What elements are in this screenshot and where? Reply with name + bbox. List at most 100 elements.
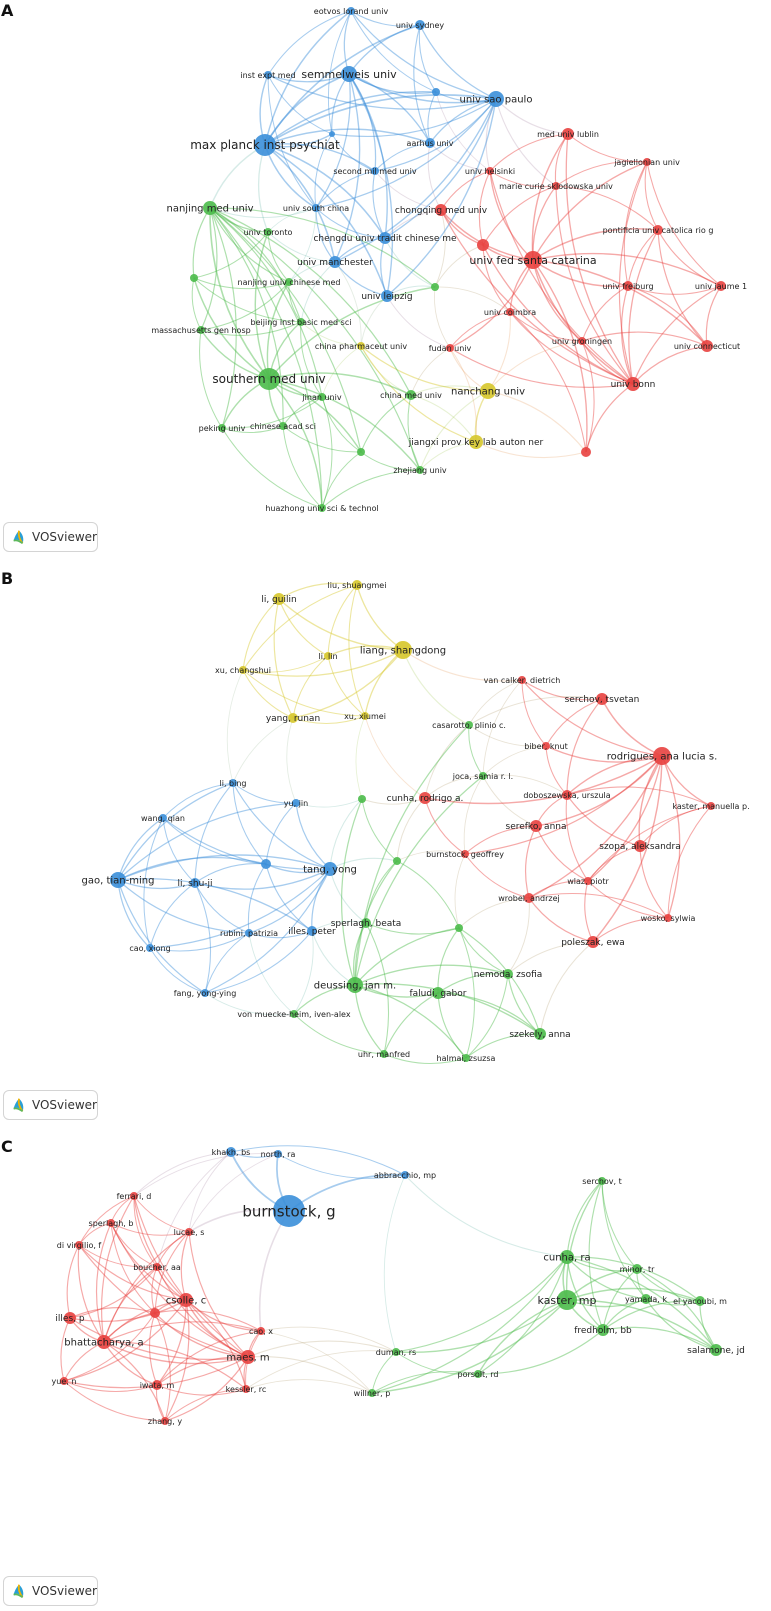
network-node[interactable] — [524, 893, 534, 903]
network-node[interactable] — [530, 820, 542, 832]
network-node[interactable] — [357, 342, 365, 350]
network-node[interactable] — [297, 318, 305, 326]
network-node[interactable] — [274, 1150, 282, 1158]
network-node[interactable] — [264, 228, 272, 236]
network-node[interactable] — [710, 1344, 722, 1356]
network-node[interactable] — [347, 977, 363, 993]
network-node[interactable] — [431, 283, 439, 291]
network-node[interactable] — [392, 1348, 400, 1356]
network-node[interactable] — [641, 1294, 651, 1304]
network-node[interactable] — [258, 368, 280, 390]
network-node[interactable] — [347, 7, 355, 15]
network-node[interactable] — [261, 859, 271, 869]
network-node[interactable] — [416, 466, 424, 474]
network-node[interactable] — [146, 944, 154, 952]
network-node[interactable] — [634, 840, 646, 852]
network-node[interactable] — [190, 274, 198, 282]
network-node[interactable] — [218, 424, 226, 432]
network-node[interactable] — [279, 422, 287, 430]
network-node[interactable] — [381, 290, 393, 302]
network-node[interactable] — [159, 814, 167, 822]
network-node[interactable] — [361, 712, 369, 720]
network-node[interactable] — [597, 1324, 609, 1336]
network-node[interactable] — [643, 158, 651, 166]
network-node[interactable] — [110, 872, 126, 888]
network-node[interactable] — [432, 88, 440, 96]
network-node[interactable] — [201, 989, 209, 997]
network-node[interactable] — [371, 167, 379, 175]
network-node[interactable] — [190, 878, 200, 888]
network-node[interactable] — [465, 721, 473, 729]
network-node[interactable] — [292, 799, 300, 807]
network-node[interactable] — [361, 918, 371, 928]
network-node[interactable] — [479, 772, 487, 780]
network-node[interactable] — [653, 747, 671, 765]
network-node[interactable] — [534, 1028, 546, 1040]
network-node[interactable] — [203, 201, 217, 215]
network-node[interactable] — [480, 383, 496, 399]
network-node[interactable] — [562, 128, 574, 140]
network-node[interactable] — [288, 713, 298, 723]
network-node[interactable] — [632, 1264, 642, 1274]
vosviewer-badge[interactable]: VOSviewer — [3, 1576, 98, 1606]
network-node[interactable] — [562, 790, 572, 800]
network-node[interactable] — [380, 1050, 388, 1058]
network-node[interactable] — [368, 1389, 376, 1397]
vosviewer-badge[interactable]: VOSviewer — [3, 522, 98, 552]
network-node[interactable] — [312, 204, 320, 212]
network-node[interactable] — [161, 1417, 169, 1425]
network-node[interactable] — [229, 779, 237, 787]
network-node[interactable] — [150, 1308, 160, 1318]
network-node[interactable] — [226, 1147, 236, 1157]
network-node[interactable] — [329, 256, 341, 268]
network-node[interactable] — [245, 929, 253, 937]
network-node[interactable] — [130, 1192, 138, 1200]
network-node[interactable] — [461, 850, 469, 858]
network-node[interactable] — [455, 924, 463, 932]
network-node[interactable] — [152, 1380, 162, 1390]
network-node[interactable] — [488, 91, 504, 107]
network-node[interactable] — [393, 857, 401, 865]
network-node[interactable] — [695, 1296, 705, 1306]
network-node[interactable] — [318, 393, 326, 401]
network-node[interactable] — [446, 344, 454, 352]
network-node[interactable] — [242, 1385, 250, 1393]
network-node[interactable] — [341, 66, 357, 82]
network-node[interactable] — [518, 676, 526, 684]
network-node[interactable] — [153, 1263, 161, 1271]
network-node[interactable] — [552, 182, 560, 190]
network-node[interactable] — [425, 138, 435, 148]
network-node[interactable] — [264, 71, 272, 79]
network-node[interactable] — [241, 1350, 255, 1364]
network-node[interactable] — [185, 1228, 193, 1236]
network-node[interactable] — [596, 693, 608, 705]
network-node[interactable] — [486, 167, 494, 175]
network-node[interactable] — [524, 251, 542, 269]
network-node[interactable] — [653, 225, 663, 235]
network-node[interactable] — [462, 1054, 470, 1062]
network-node[interactable] — [435, 204, 447, 216]
network-node[interactable] — [542, 742, 550, 750]
network-node[interactable] — [503, 969, 513, 979]
network-node[interactable] — [664, 914, 672, 922]
vosviewer-badge[interactable]: VOSviewer — [3, 1090, 98, 1120]
network-node[interactable] — [419, 792, 431, 804]
network-node[interactable] — [64, 1312, 76, 1324]
network-node[interactable] — [578, 337, 586, 345]
network-node[interactable] — [97, 1335, 111, 1349]
network-node[interactable] — [432, 987, 444, 999]
network-node[interactable] — [584, 877, 592, 885]
network-node[interactable] — [506, 308, 514, 316]
network-node[interactable] — [379, 232, 391, 244]
network-node[interactable] — [107, 1219, 115, 1227]
network-node[interactable] — [401, 1171, 409, 1179]
network-node[interactable] — [557, 1290, 577, 1310]
network-node[interactable] — [358, 795, 366, 803]
network-node[interactable] — [406, 390, 416, 400]
network-node[interactable] — [477, 239, 489, 251]
network-node[interactable] — [394, 641, 412, 659]
network-node[interactable] — [598, 1177, 606, 1185]
network-node[interactable] — [560, 1250, 574, 1264]
network-node[interactable] — [285, 278, 293, 286]
network-node[interactable] — [318, 504, 326, 512]
